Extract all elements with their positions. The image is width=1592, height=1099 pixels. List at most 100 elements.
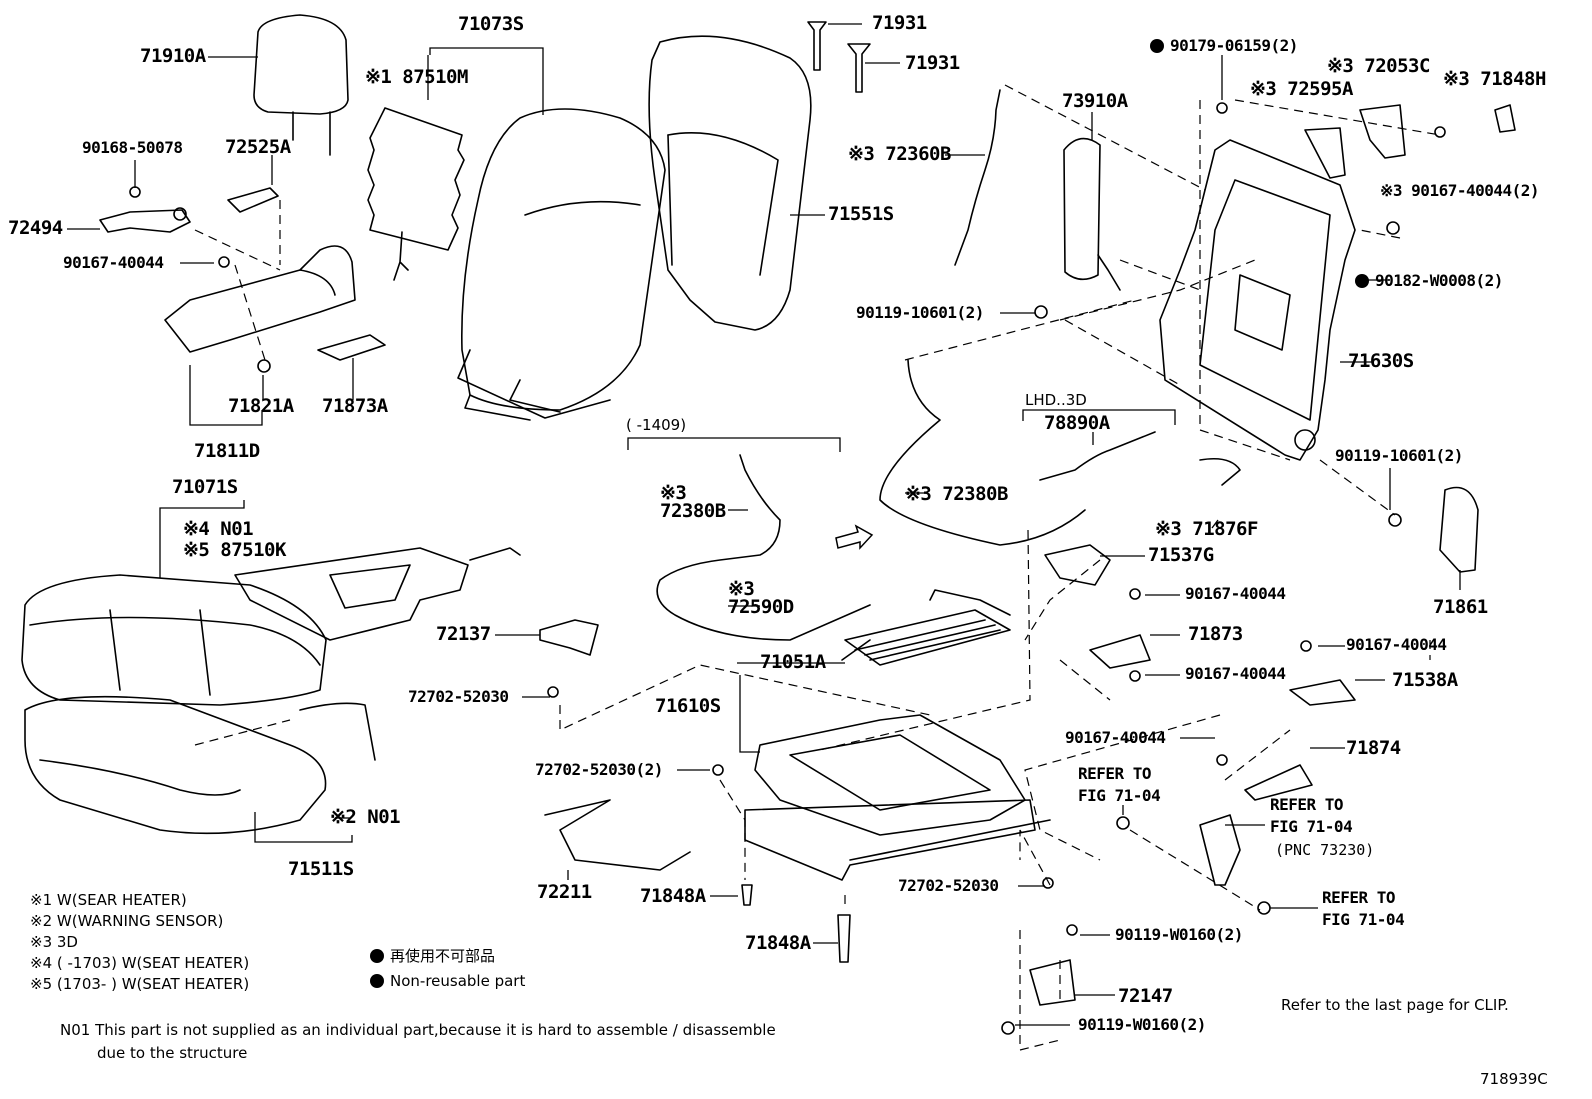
label-90168-50078: 90168-50078: [82, 138, 183, 157]
label-71630S: 71630S: [1348, 350, 1414, 372]
dashed-lines: [194, 84, 1441, 1051]
legend-non-reusable-ja: 再使用不可部品: [370, 949, 495, 964]
label-71848H: ※3 71848H: [1443, 68, 1546, 90]
label-refer-to-1: REFER TO: [1078, 764, 1152, 783]
label-pnc-73230: (PNC 73230): [1275, 841, 1375, 859]
label-71073S: 71073S: [458, 13, 524, 35]
label-90179-06159: 90179-06159(2): [1150, 38, 1298, 54]
label-fig-71-04-2: FIG 71-04: [1270, 817, 1353, 836]
label-71873A: 71873A: [322, 395, 388, 417]
footnote-2: ※2 W(WARNING SENSOR): [30, 912, 224, 930]
non-reusable-dot-icon: [1150, 39, 1164, 53]
label-71511S: 71511S: [288, 858, 354, 880]
label-text: 90182-W0008(2): [1375, 271, 1503, 290]
side-cover-drawing: [99, 186, 386, 373]
label-72137: 72137: [436, 623, 491, 645]
brackets-drawing: [539, 102, 1516, 1035]
label-90167-40044-2: ※3 90167-40044(2): [1380, 181, 1540, 200]
label-71873: 71873: [1188, 623, 1243, 645]
label-N01-heater: ※4 N01: [183, 518, 254, 540]
label-71848A-a: 71848A: [640, 885, 706, 907]
label-72590D-mark: ※3: [728, 578, 755, 600]
label-71551S: 71551S: [828, 203, 894, 225]
label-90119-W0160-a: 90119-W0160(2): [1115, 925, 1243, 944]
seatback-cover-drawing: [457, 108, 666, 421]
label-90119-W0160-b: 90119-W0160(2): [1078, 1015, 1206, 1034]
label-71537G: 71537G: [1148, 544, 1214, 566]
label-refer-to-3: REFER TO: [1322, 888, 1396, 907]
non-reusable-dot-icon: [1355, 274, 1369, 288]
label-72525A: 72525A: [225, 136, 291, 158]
label-90167-40044-d: 90167-40044: [1185, 664, 1286, 683]
arrow-icon: [835, 524, 874, 550]
label-72380B: 72380B: [660, 500, 726, 522]
label-72702-52030-2: 72702-52030(2): [535, 760, 663, 779]
lumbar-support-drawing: [1063, 137, 1121, 291]
label-72211: 72211: [537, 881, 592, 903]
label-72380B-3d: ※3 72380B: [905, 483, 1008, 505]
clip-reference-note: Refer to the last page for CLIP.: [1281, 996, 1509, 1014]
label-90167-40044-a: 90167-40044: [63, 253, 164, 272]
label-71931-upper: 71931: [872, 12, 927, 34]
cushion-frame-drawing: [744, 714, 1051, 881]
leader-lines: [67, 23, 1461, 1026]
legend-text: Non-reusable part: [390, 972, 526, 990]
figure-code: 718939C: [1480, 1070, 1548, 1088]
label-N01-warning: ※2 N01: [330, 806, 401, 828]
legend-non-reusable-en: Non-reusable part: [370, 974, 525, 989]
label-72590D: 72590D: [728, 596, 794, 618]
footnote-3: ※3 3D: [30, 933, 78, 951]
seat-cushion-pad-drawing: [24, 695, 376, 835]
label-71861: 71861: [1433, 596, 1488, 618]
label-90167-40044-b: 90167-40044: [1185, 584, 1286, 603]
cables-drawing: [656, 89, 1156, 641]
clip-71931-drawing: [807, 21, 871, 93]
label-71848A-b: 71848A: [745, 932, 811, 954]
label-lhd-3d: LHD..3D: [1025, 391, 1087, 409]
footnote-1: ※1 W(SEAR HEATER): [30, 891, 187, 909]
wire-72211-drawing: [544, 799, 691, 871]
label-72595A: ※3 72595A: [1250, 78, 1353, 100]
label-71821A: 71821A: [228, 395, 294, 417]
non-reusable-dot-icon: [370, 949, 384, 963]
seat-cushion-cover-drawing: [21, 574, 327, 706]
label-90119-10601-b: 90119-10601(2): [1335, 446, 1463, 465]
footnote-n01-line1: N01 This part is not supplied as an indi…: [60, 1021, 776, 1039]
label-90167-40044-e: 90167-40044: [1065, 728, 1166, 747]
label-71910A: 71910A: [140, 45, 206, 67]
label-72360B: ※3 72360B: [848, 143, 951, 165]
footnote-5: ※5 (1703- ) W(SEAT HEATER): [30, 975, 250, 993]
label-71876F: ※3 71876F: [1155, 518, 1258, 540]
label-73910A: 73910A: [1062, 90, 1128, 112]
label-text: 90179-06159(2): [1170, 36, 1298, 55]
label-71610S: 71610S: [655, 695, 721, 717]
headrest-drawing: [253, 14, 349, 156]
label-71874: 71874: [1346, 737, 1401, 759]
seatback-heater-drawing: [367, 107, 465, 281]
label-71051A: 71051A: [760, 651, 826, 673]
label-71538A: 71538A: [1392, 669, 1458, 691]
label-72702-52030-c: 72702-52030: [898, 876, 999, 895]
footnote-4: ※4 ( -1703) W(SEAT HEATER): [30, 954, 250, 972]
label-fig-71-04-3: FIG 71-04: [1322, 910, 1405, 929]
label-72380B-mark: ※3: [660, 482, 687, 504]
legend-text: 再使用不可部品: [390, 947, 496, 965]
label-fig-71-04-1: FIG 71-04: [1078, 786, 1161, 805]
label-87510M: ※1 87510M: [365, 66, 468, 88]
label-71931-lower: 71931: [905, 52, 960, 74]
non-reusable-dot-icon: [370, 974, 384, 988]
cushion-spring-drawing: [844, 589, 1011, 666]
label-71811D: 71811D: [194, 440, 260, 462]
label-78890A: 78890A: [1044, 412, 1110, 434]
label-refer-to-2: REFER TO: [1270, 795, 1344, 814]
seatback-frame-drawing: [1159, 139, 1356, 461]
footnote-n01-line2: due to the structure: [97, 1044, 248, 1062]
label-range-1409: ( -1409): [626, 416, 687, 434]
label-90167-40044-c: 90167-40044: [1346, 635, 1447, 654]
label-72053C: ※3 72053C: [1327, 55, 1430, 77]
label-90119-10601-a: 90119-10601(2): [856, 303, 984, 322]
label-87510K: ※5 87510K: [183, 539, 286, 561]
label-90182-W0008: 90182-W0008(2): [1355, 273, 1503, 289]
label-72147: 72147: [1118, 985, 1173, 1007]
